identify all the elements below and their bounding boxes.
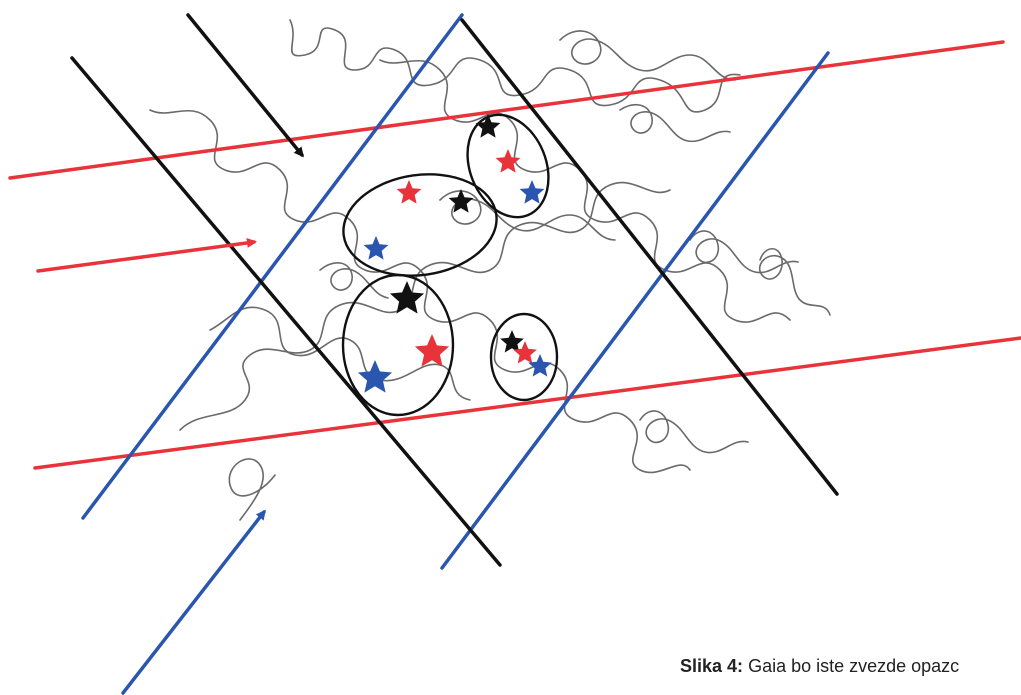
stars [358,114,552,393]
figure-caption: Slika 4: Gaia bo iste zvezde opazc [680,655,1021,677]
scan-lines [10,15,1021,568]
star-group-ellipse [337,165,503,285]
star-icon [528,354,552,377]
arrow-icon [188,15,302,155]
star-icon [496,149,521,173]
scribble-path [229,459,275,520]
star-icon [476,114,501,138]
star-icon [520,180,545,204]
star-icon [358,360,392,393]
arrow-icon [123,512,264,693]
caption-label: Slika 4: [680,656,743,676]
arrow-icon [38,242,254,271]
star-icon [364,236,389,260]
scribble-path [620,105,730,142]
caption-text: Gaia bo iste zvezde opazc [748,656,959,676]
star-icon [390,281,424,314]
scribble-path [290,20,740,112]
scan-direction-arrows [38,15,302,693]
scribble-path [640,411,748,453]
scan-line-blue [83,15,462,518]
scribble-path [760,249,830,315]
star-icon [415,334,449,367]
scribble-path [560,31,735,80]
star-icon [397,180,422,204]
